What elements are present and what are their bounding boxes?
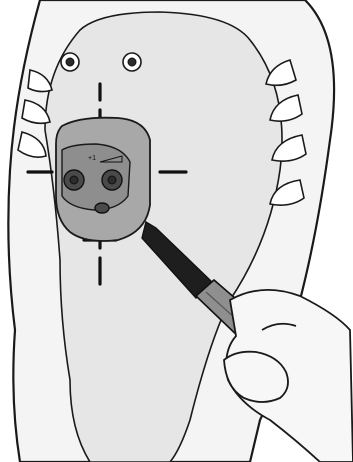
cleat-icon: +1 (56, 118, 150, 241)
cleat-marking: +1 (88, 155, 96, 162)
